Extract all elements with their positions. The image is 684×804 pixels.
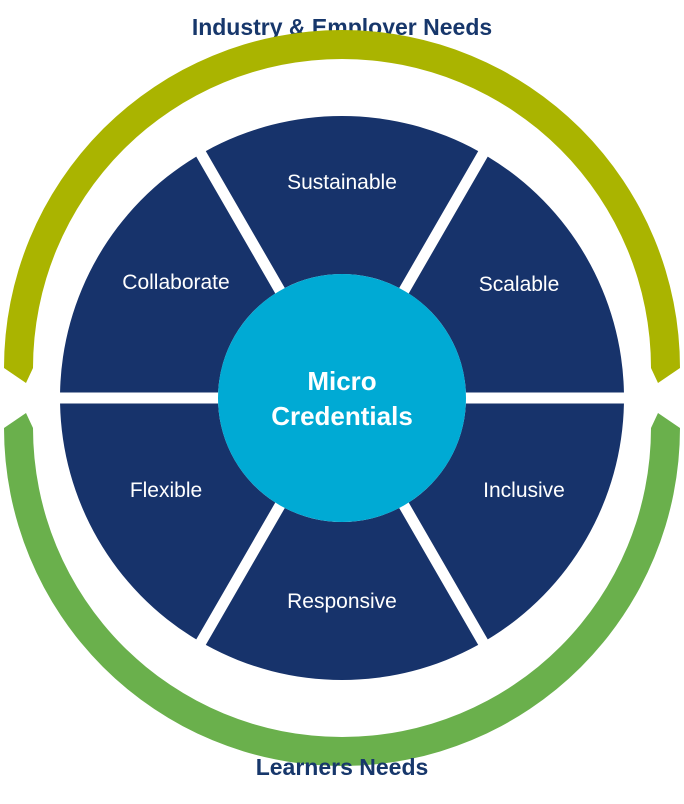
segment-sustainable (205, 116, 479, 288)
segment-scalable (408, 156, 624, 393)
segment-label-flexible: Flexible (130, 479, 202, 502)
segment-label-collaborate: Collaborate (122, 271, 229, 294)
center-label-line2: Credentials (271, 401, 413, 431)
segment-responsive (205, 508, 479, 680)
segment-label-sustainable: Sustainable (287, 171, 397, 194)
center-circle (218, 274, 466, 522)
bottom-title: Learners Needs (255, 754, 429, 780)
segment-label-scalable: Scalable (479, 273, 560, 296)
segment-label-inclusive: Inclusive (483, 479, 565, 502)
center-label-line1: Micro (307, 366, 376, 396)
segment-collaborate (60, 156, 276, 393)
segment-label-responsive: Responsive (287, 590, 397, 613)
segment-flexible (60, 403, 276, 640)
segment-inclusive (408, 403, 624, 640)
